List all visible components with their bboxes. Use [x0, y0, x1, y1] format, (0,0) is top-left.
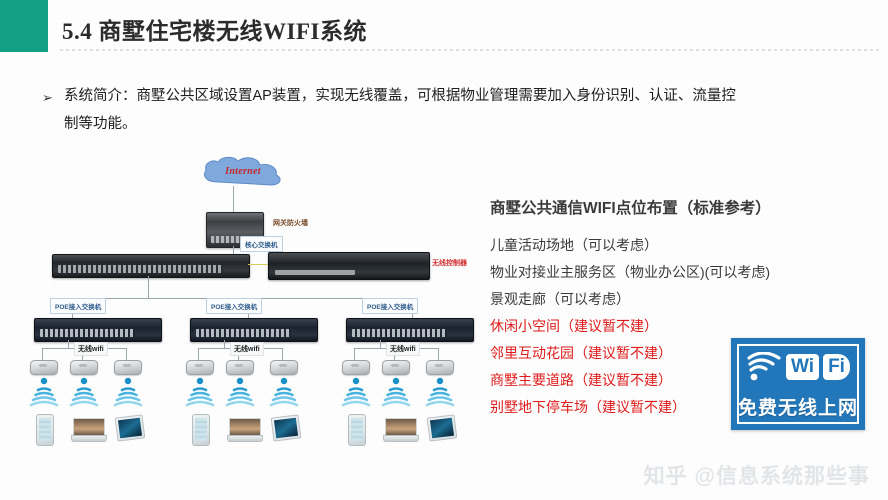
poe-switch-1-ports [40, 329, 135, 337]
wifi-label-1: 无线wifi [74, 342, 108, 356]
client-laptop-2 [227, 418, 263, 442]
access-point-3c [425, 360, 455, 375]
placement-item-5: 商墅主要道路（建议暂不建） [490, 372, 672, 388]
link-firewall-core [233, 246, 234, 254]
wireless-controller-device [268, 252, 430, 280]
client-phone-2 [192, 414, 210, 446]
wifi-arc-icon [747, 352, 781, 381]
access-point-3a [341, 360, 371, 375]
core-switch-label: 核心交换机 [240, 236, 283, 252]
wifi-label-2: 无线wifi [230, 342, 264, 356]
watermark: 知乎 @信息系统那些事 [643, 465, 870, 488]
client-phone-1 [36, 414, 54, 446]
ap-drop-3c [438, 348, 439, 360]
access-point-1c [113, 360, 143, 375]
poe-switch-1 [34, 318, 162, 342]
internet-label: Internet [225, 166, 261, 177]
firewall-label: 网关防火墙 [273, 220, 308, 227]
ap-drop-2c [282, 348, 283, 360]
access-point-1b [69, 360, 99, 375]
wifi-signal-3b-icon [379, 376, 413, 410]
wifi-signal-1b-icon [67, 376, 101, 410]
link-poe3-down [380, 340, 381, 348]
access-point-2b [225, 360, 255, 375]
client-phone-3 [348, 414, 366, 446]
internet-cloud-icon: Internet [198, 156, 288, 190]
poe-switch-2-ports [196, 329, 291, 337]
wifi-signal-1a-icon [27, 376, 61, 410]
ap-drop-2a [198, 348, 199, 360]
wifi-signal-3a-icon [339, 376, 373, 410]
placement-item-4: 邻里互动花园（建议暂不建） [490, 345, 672, 361]
poe-switch-3-ports [352, 329, 447, 337]
wifi-label-3: 无线wifi [386, 342, 420, 356]
access-point-3b [381, 360, 411, 375]
badge-caption: 免费无线上网 [737, 398, 858, 419]
link-cloud-firewall [233, 186, 234, 212]
placement-item-3: 休闲小空间（建议暂不建） [490, 318, 658, 334]
link-poe2-down [224, 340, 225, 348]
link-poe1-down [68, 340, 69, 348]
wifi-signal-3c-icon [423, 376, 457, 410]
link-core-wlc [248, 264, 268, 265]
wifi-signal-2a-icon [183, 376, 217, 410]
link-core-trunk [148, 276, 149, 298]
badge-fi-text: Fi [823, 354, 850, 380]
header-accent-block [0, 0, 48, 52]
ap-drop-1c [126, 348, 127, 360]
bullet-arrow-icon: ➢ [42, 90, 53, 105]
placement-item-6: 别墅地下停车场（建议暂不建） [490, 399, 686, 415]
access-point-1a [29, 360, 59, 375]
network-topology-diagram: Internet 网关防火墙 核心交换机 无线控制器 POE接入交换机 POE接… [28, 152, 484, 452]
poe-switch-2-label: POE接入交换机 [206, 298, 263, 314]
client-laptop-1 [71, 418, 107, 442]
poe-switch-3 [346, 318, 474, 342]
wifi-signal-2c-icon [267, 376, 301, 410]
ap-drop-1a [42, 348, 43, 360]
placement-item-0: 儿童活动场地（可以考虑） [490, 237, 658, 253]
access-point-2c [269, 360, 299, 375]
poe-switch-2 [190, 318, 318, 342]
laptop-base-1 [71, 435, 107, 442]
intro-text: 系统简介：商墅公共区域设置AP装置，实现无线覆盖，可根据物业管理需要加入身份识别… [64, 88, 736, 132]
laptop-screen-1 [73, 418, 105, 437]
poe-switch-3-label: POE接入交换机 [362, 298, 419, 314]
laptop-screen-2 [229, 418, 261, 437]
client-tablet-2 [270, 414, 302, 442]
wifi-signal-2b-icon [223, 376, 257, 410]
access-point-2a [185, 360, 215, 375]
wifi-placement-panel: 商墅公共通信WIFI点位布置（标准参考） 儿童活动场地（可以考虑） 物业对接业主… [490, 196, 880, 421]
core-switch-device [52, 254, 250, 278]
wifi-signal-1c-icon [111, 376, 145, 410]
intro-paragraph: ➢ 系统简介：商墅公共区域设置AP装置，实现无线覆盖，可根据物业管理需要加入身份… [42, 82, 742, 138]
panel-title: 商墅公共通信WIFI点位布置（标准参考） [490, 200, 771, 217]
badge-wi-text: Wi [786, 354, 820, 380]
gateway-firewall-device [206, 212, 264, 248]
ap-drop-3a [354, 348, 355, 360]
free-wifi-badge: Wi Fi 免费无线上网 [731, 338, 865, 430]
placement-item-2: 景观走廊（可以考虑） [490, 291, 630, 307]
laptop-base-3 [383, 435, 419, 442]
slide-header: 5.4 商墅住宅楼无线WIFI系统 [0, 0, 888, 58]
client-tablet-1 [114, 414, 146, 442]
page-title: 5.4 商墅住宅楼无线WIFI系统 [62, 19, 367, 44]
poe-switch-1-label: POE接入交换机 [50, 298, 107, 314]
laptop-base-2 [227, 435, 263, 442]
wireless-controller-label: 无线控制器 [432, 260, 467, 267]
placement-item-1: 物业对接业主服务区（物业办公区)(可以考虑) [490, 264, 770, 280]
badge-logo-row: Wi Fi [734, 347, 862, 387]
client-tablet-3 [426, 414, 458, 442]
client-laptop-3 [383, 418, 419, 442]
header-divider [60, 49, 880, 51]
laptop-screen-3 [385, 418, 417, 437]
core-switch-ports [58, 265, 223, 273]
badge-inner-border [737, 344, 859, 424]
